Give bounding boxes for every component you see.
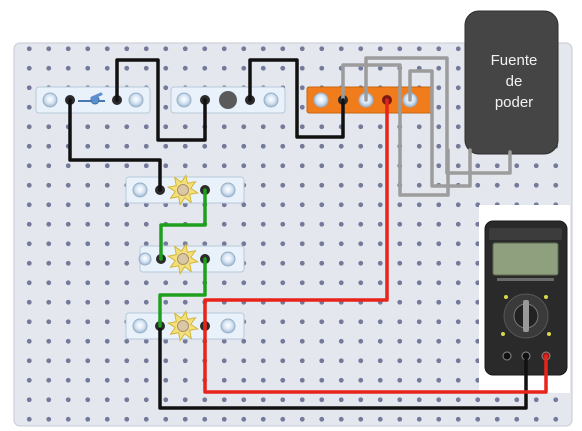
switch-strip [35, 86, 151, 114]
black-wire-top-1 [115, 58, 207, 142]
lamp-strip [170, 86, 286, 114]
lamp-icon [219, 91, 237, 109]
resistors [166, 173, 200, 343]
black-wire-bottom [158, 324, 528, 410]
black-wire-left [68, 98, 162, 192]
gray-wire-3 [408, 69, 472, 188]
resistor-icon [166, 309, 200, 343]
wires [68, 56, 548, 410]
black-wire-top-2 [248, 58, 345, 139]
red-wire-1 [203, 98, 389, 328]
power-supply [464, 10, 559, 155]
green-wire-2 [158, 257, 207, 328]
orange-connection-strip [306, 86, 433, 114]
switch-icon [78, 92, 105, 105]
gray-wire-2 [364, 56, 512, 175]
resistor-icon [166, 242, 200, 276]
green-wire-1 [159, 188, 207, 261]
resistor-icon [166, 173, 200, 207]
red-wire-2 [203, 324, 548, 394]
